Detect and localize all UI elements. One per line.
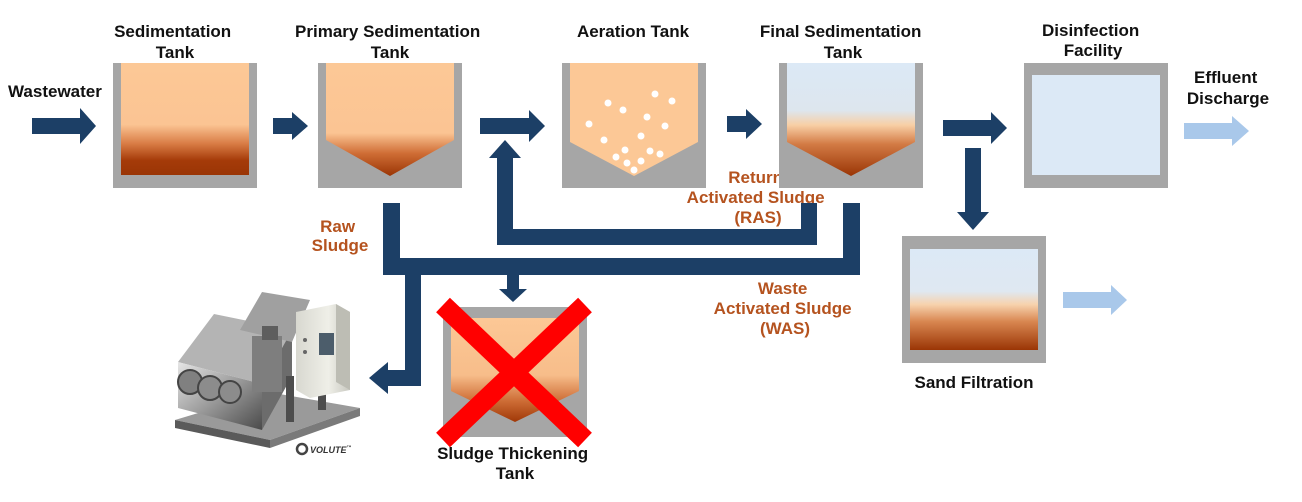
label-wastewater: Wastewater (8, 82, 102, 101)
label-effluent-discharge: Effluent Discharge (1187, 68, 1269, 108)
arrow-to-primary (273, 112, 308, 140)
arrow-to-final (727, 109, 762, 139)
volute-dewatering-press-icon: VOLUTE™ (175, 292, 360, 456)
label-sludge-thickening-tank: Sludge Thickening Tank (437, 444, 593, 483)
arrow-to-disinfection (943, 112, 1007, 144)
air-bubbles (585, 90, 676, 174)
label-sand-filtration: Sand Filtration (915, 373, 1034, 392)
arrow-wastewater-in (32, 108, 96, 144)
primary-sedimentation-tank (318, 63, 462, 188)
sand-filtration-tank (902, 236, 1046, 363)
arrow-to-sand-filtration (957, 148, 989, 230)
sedimentation-tank (113, 63, 257, 188)
volute-brand-label: VOLUTE™ (310, 445, 352, 455)
arrow-to-aeration (480, 110, 545, 142)
arrow-sand-filtration-out (1063, 285, 1127, 315)
label-waste-activated-sludge: Waste Activated Sludge (WAS) (714, 279, 857, 338)
label-disinfection-facility: Disinfection Facility (1042, 21, 1144, 60)
label-final-sedimentation-tank: Final Sedimentation Tank (760, 22, 926, 62)
label-return-activated-sludge: Return Activated Sludge (RAS) (687, 168, 830, 227)
volute-logo-icon (295, 442, 309, 456)
disinfection-facility (1024, 63, 1168, 188)
red-x-icon (436, 297, 592, 448)
sludge-piping (369, 140, 860, 394)
flow-arrows (32, 108, 1007, 230)
label-sedimentation-tank: Sedimentation Tank (114, 22, 236, 62)
label-primary-sedimentation-tank: Primary Sedimentation Tank (295, 22, 485, 62)
final-sedimentation-tank (779, 63, 923, 188)
effluent-arrows (1063, 116, 1249, 315)
label-aeration-tank: Aeration Tank (577, 22, 690, 41)
arrow-effluent-discharge (1184, 116, 1249, 146)
aeration-tank (562, 63, 706, 188)
label-raw-sludge: Raw Sludge (312, 217, 369, 255)
